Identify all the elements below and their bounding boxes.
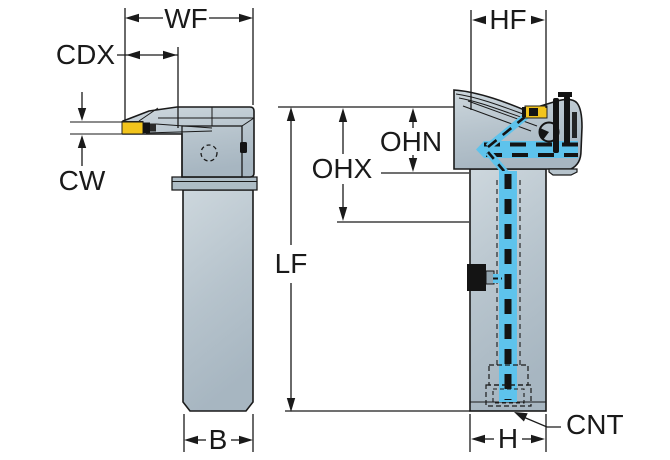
cnt-leader-arrow xyxy=(514,412,528,422)
dim-ohx: OHX xyxy=(312,108,469,223)
cdx-arrow-left xyxy=(126,50,140,60)
clamp-screw-slot xyxy=(538,128,549,140)
cw-arrow-down xyxy=(77,108,87,121)
dim-h: H xyxy=(469,414,547,454)
h-arrow-left xyxy=(471,434,485,444)
ohn-arrow-up xyxy=(408,108,418,122)
front-blade-top-edge xyxy=(155,123,213,129)
hidden-hole-circle xyxy=(200,144,218,162)
insert-side-edge-mark xyxy=(522,107,526,117)
lf-arrow-down xyxy=(286,398,296,412)
h-label: H xyxy=(498,423,518,454)
front-block-corner-edge xyxy=(241,117,255,127)
insert-side-mark xyxy=(529,108,538,116)
dim-cdx: CDX xyxy=(56,39,179,128)
front-head-chamfer-edge xyxy=(138,107,159,122)
cw-label: CW xyxy=(59,165,106,196)
front-blade-bottom-edge xyxy=(145,130,213,134)
wf-label: WF xyxy=(164,3,208,34)
lf-arrow-up xyxy=(286,107,296,121)
clamp-hardware-top xyxy=(558,92,572,97)
coolant-diagonal-up-dash xyxy=(487,110,532,149)
coolant-channels xyxy=(467,109,578,407)
wf-arrow-right xyxy=(239,13,253,23)
dim-cnt: CNT xyxy=(514,409,624,440)
wf-arrow-left xyxy=(125,13,139,23)
cnt-leader-line xyxy=(520,415,561,428)
dim-ohn: OHN xyxy=(380,108,469,174)
hf-arrow-left xyxy=(472,15,486,25)
lf-label: LF xyxy=(275,248,308,279)
clamp-hardware-bar-1 xyxy=(553,98,559,153)
clamp-hardware-bar-2 xyxy=(564,96,570,146)
cdx-label: CDX xyxy=(56,39,115,70)
ohx-label: OHX xyxy=(312,153,373,184)
ohn-label: OHN xyxy=(380,126,442,157)
dim-cw: CW xyxy=(59,92,143,196)
side-clamp-edge-1 xyxy=(467,100,538,127)
insert-front xyxy=(121,121,144,135)
h-arrow-right xyxy=(531,434,545,444)
cnt-label: CNT xyxy=(566,409,624,440)
coolant-inlet-pin xyxy=(485,270,495,285)
b-arrow-left xyxy=(184,435,198,445)
dim-lf: LF xyxy=(275,106,470,412)
connector-counterbore-hidden xyxy=(488,364,529,386)
dim-hf: HF xyxy=(470,4,547,110)
hf-arrow-right xyxy=(531,15,545,25)
front-shank xyxy=(182,189,254,412)
hf-label: HF xyxy=(489,4,526,35)
connector-thread-inner-hidden xyxy=(492,388,525,404)
ohx-arrow-down xyxy=(338,207,348,221)
insert-clamp-front-2 xyxy=(150,123,156,132)
b-arrow-right xyxy=(239,435,253,445)
coolant-inlet-plug xyxy=(467,264,486,291)
dim-b: B xyxy=(183,414,254,455)
side-view xyxy=(453,89,583,412)
dimension-annotations: WF CDX CW LF xyxy=(56,3,624,455)
front-side-pin xyxy=(240,142,247,153)
b-label: B xyxy=(209,424,228,455)
coolant-diagonal-down-dash xyxy=(487,151,510,178)
cdx-arrow-right xyxy=(163,50,177,60)
cw-arrow-up xyxy=(77,135,87,148)
ohx-arrow-up xyxy=(338,108,348,122)
side-head-lip xyxy=(548,168,578,176)
connector-thread-hidden xyxy=(485,384,532,407)
dim-wf: WF xyxy=(124,3,254,120)
clamp-hardware-side xyxy=(572,112,577,138)
front-neck-band xyxy=(171,176,258,191)
insert-clamp-front xyxy=(143,122,150,133)
side-head-surface-line-2 xyxy=(458,97,522,118)
side-head-surface-line-1 xyxy=(455,93,524,115)
front-view xyxy=(121,106,258,412)
ohn-arrow-down xyxy=(408,158,418,172)
side-clamp-edge-2 xyxy=(462,105,532,132)
